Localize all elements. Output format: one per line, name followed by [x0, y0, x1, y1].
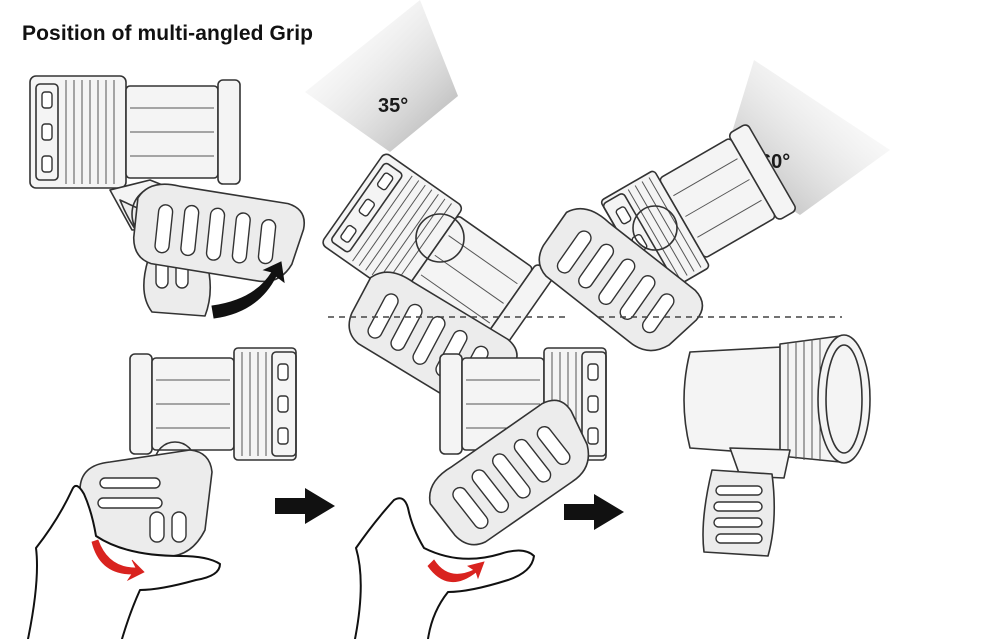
diagram-title: Position of multi-angled Grip	[22, 22, 314, 45]
step-arrow-icon	[275, 488, 335, 524]
flashlight-grip-extended-3d	[683, 334, 871, 557]
rotation-arrow-red-icon-2	[427, 559, 485, 582]
flashlight-grip-rotating-2	[419, 347, 607, 560]
hand-left-1	[27, 484, 221, 639]
angle-label-35: 35°	[378, 95, 408, 117]
rotation-arrow-red-icon	[91, 539, 145, 582]
flashlight-grip-rotating	[77, 347, 297, 558]
flashlight-grip-60	[525, 117, 801, 368]
light-beam-35	[305, 0, 458, 152]
flashlight-folded-grip	[29, 75, 308, 317]
rotation-arrow-icon	[211, 261, 285, 319]
step-arrow-icon-2	[564, 494, 624, 530]
flashlight-grip-35	[319, 151, 558, 420]
hand-left-2	[354, 497, 535, 639]
